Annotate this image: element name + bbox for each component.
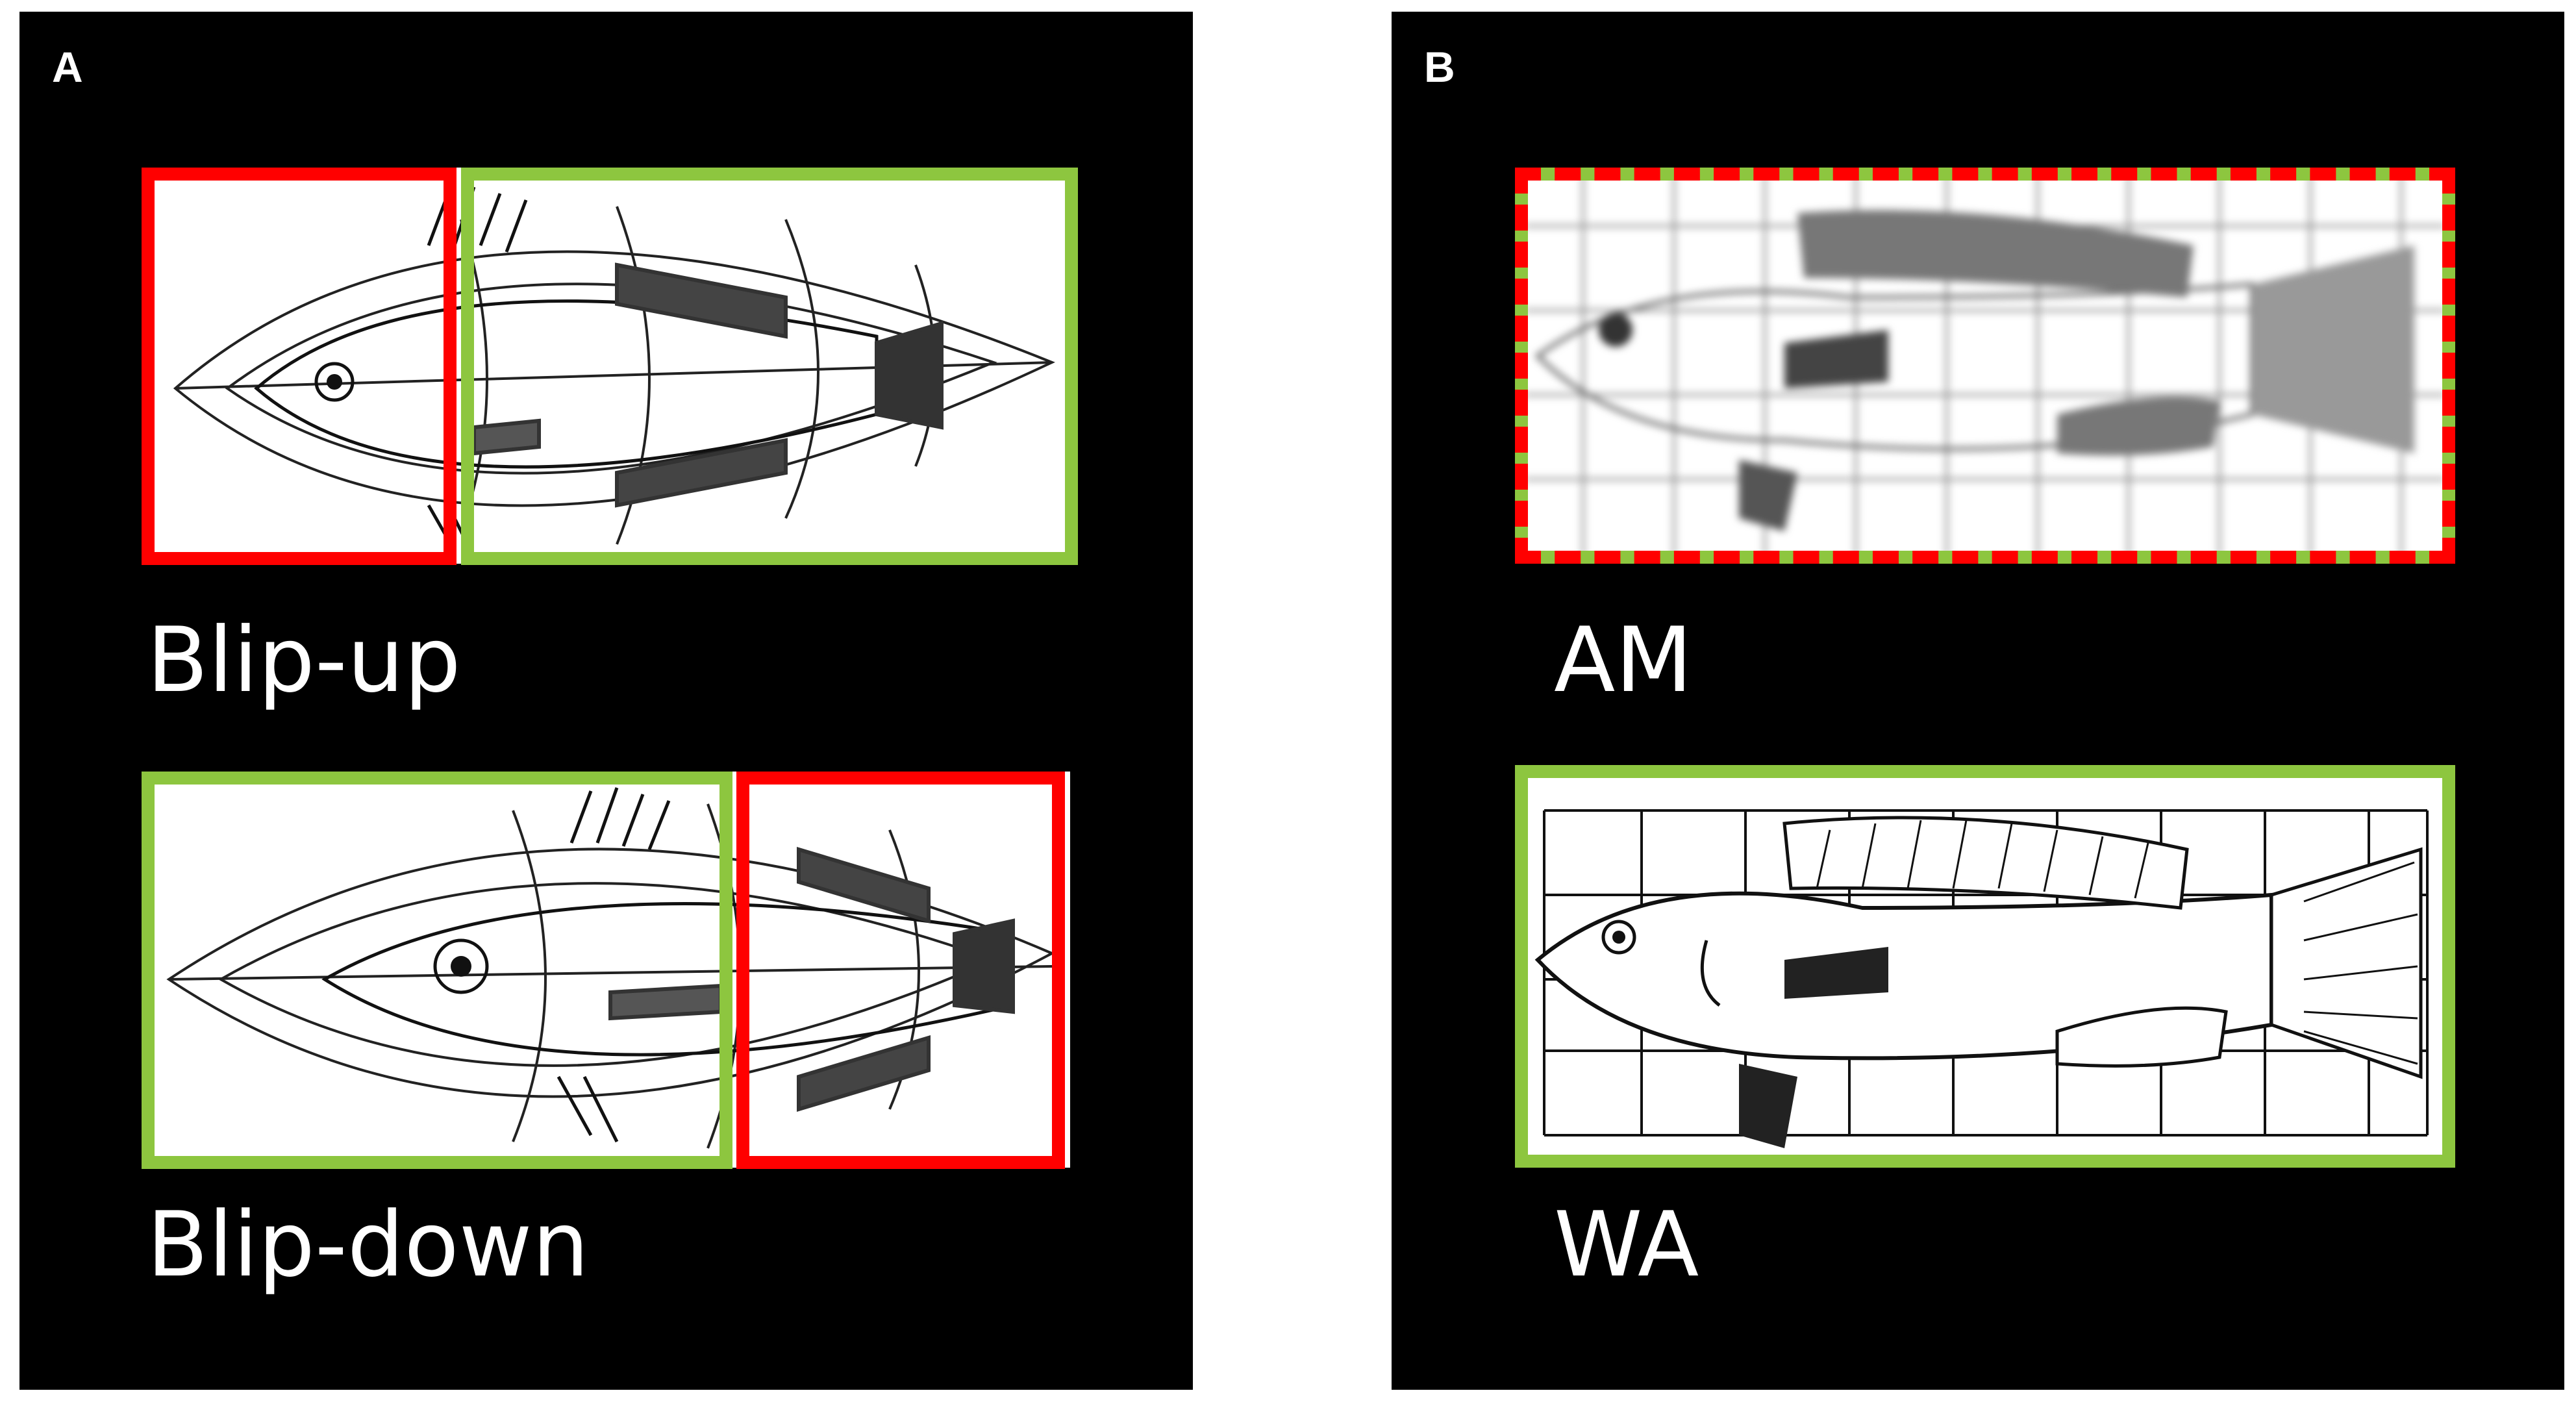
wa-fish-image (1525, 772, 2445, 1161)
blip-up-fish-image (149, 168, 1070, 564)
blip-down-fish-image (149, 772, 1070, 1168)
am-red-region (1515, 168, 2455, 564)
wa-green-region (1515, 765, 2455, 1168)
am-caption: AM (1554, 608, 1693, 712)
blip-down-caption: Blip-down (147, 1192, 590, 1297)
blip-up-caption: Blip-up (147, 608, 461, 712)
wa-caption: WA (1554, 1192, 1699, 1297)
blip-up-red-region (142, 168, 456, 565)
panel-b-letter: B (1424, 43, 1455, 91)
blip-down-green-region (142, 772, 732, 1169)
panel-a: A (19, 12, 1193, 1390)
panel-a-letter: A (52, 43, 83, 91)
blip-up-green-region (461, 168, 1078, 565)
blip-down-red-region (736, 772, 1065, 1169)
am-fish-image (1525, 168, 2445, 557)
panel-b: B AM (1392, 12, 2564, 1390)
